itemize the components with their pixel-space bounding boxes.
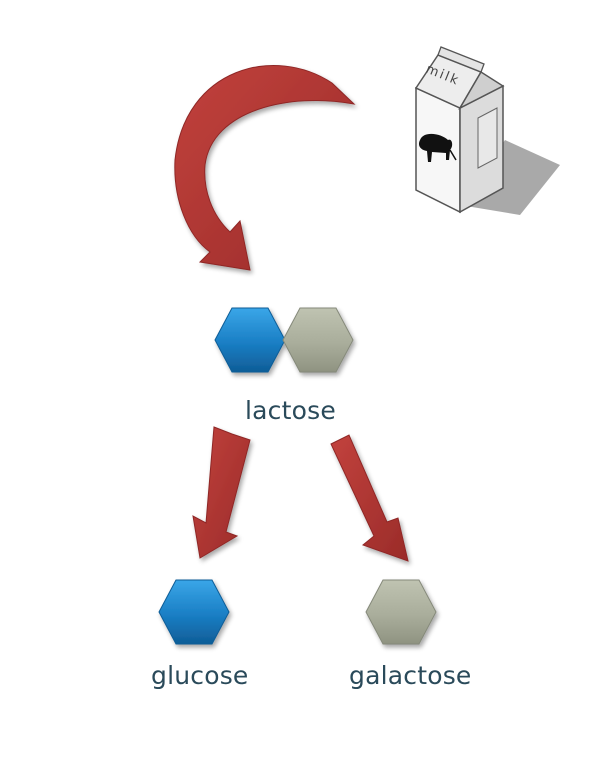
galactose-hexagon-icon <box>365 579 437 645</box>
arrow-to-galactose <box>330 434 409 562</box>
arrow-to-glucose <box>192 426 251 559</box>
galactose-label: galactose <box>349 661 472 690</box>
glucose-hexagon-icon <box>158 579 230 645</box>
glucose-molecule <box>158 579 230 645</box>
lactose-galactose-unit-icon <box>282 307 354 373</box>
lactose-label: lactose <box>245 396 336 425</box>
galactose-molecule <box>365 579 437 645</box>
glucose-label: glucose <box>151 661 249 690</box>
lactose-glucose-unit-icon <box>214 307 286 373</box>
milk-carton-icon <box>414 46 560 215</box>
curved-arrow-milk-to-lactose <box>174 64 356 271</box>
lactose-molecule <box>214 307 354 373</box>
